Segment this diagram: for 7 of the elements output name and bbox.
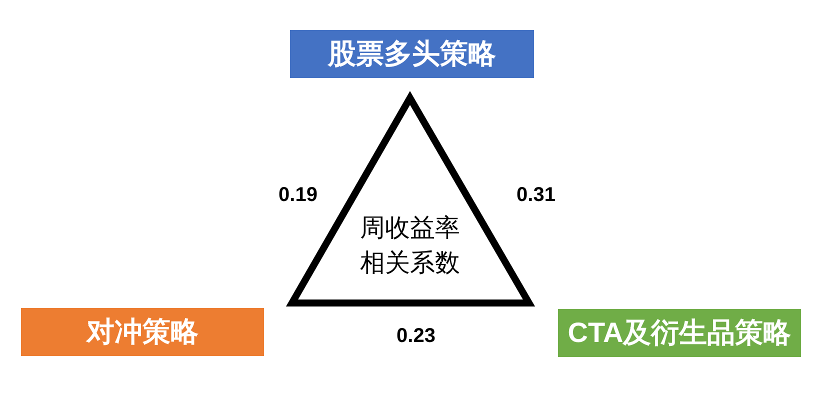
- coefficient-label: 0.23: [396, 325, 436, 347]
- coefficient-label: 0.19: [278, 184, 318, 206]
- coefficient-label: 0.31: [516, 184, 556, 206]
- strategy-box: 对冲策略: [21, 308, 264, 356]
- center-text: 周收益率相关系数: [359, 213, 461, 279]
- strategy-box: CTA及衍生品策略: [558, 309, 801, 357]
- strategy-box: 股票多头策略: [290, 30, 534, 78]
